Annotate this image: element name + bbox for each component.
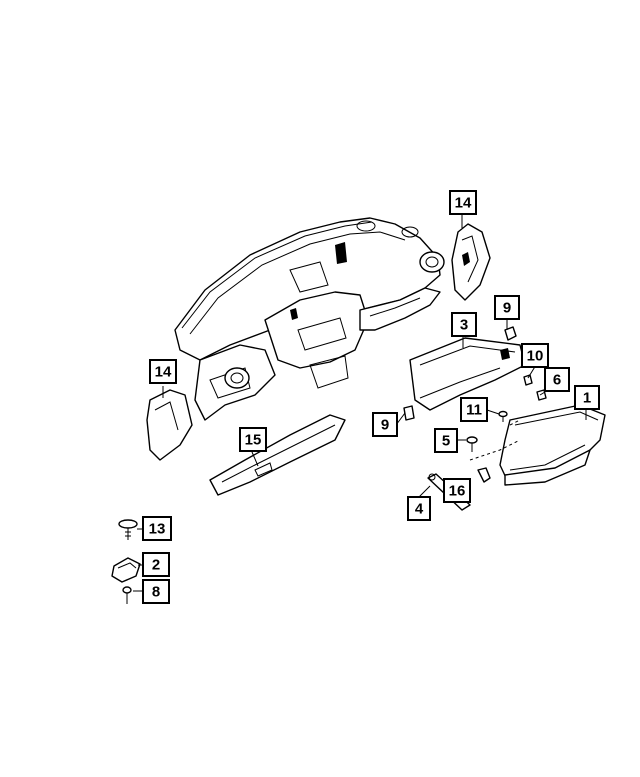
callout-3: 3 xyxy=(451,312,477,337)
callout-1: 1 xyxy=(574,385,600,410)
callout-label: 5 xyxy=(442,433,450,450)
callout-14-left: 14 xyxy=(149,359,177,384)
callout-9-top: 9 xyxy=(494,295,520,320)
callout-label: 14 xyxy=(455,195,472,212)
callout-14-top: 14 xyxy=(449,190,477,215)
callout-13: 13 xyxy=(142,516,172,541)
callout-9-left: 9 xyxy=(372,412,398,437)
screw-11 xyxy=(498,410,508,422)
lower-trim-panel xyxy=(209,414,346,496)
callout-label: 9 xyxy=(503,300,511,317)
callout-label: 3 xyxy=(460,317,468,334)
instrument-panel xyxy=(174,217,445,421)
callout-16: 16 xyxy=(443,478,471,503)
callout-8: 8 xyxy=(142,579,170,604)
callout-11: 11 xyxy=(460,397,488,422)
callout-2: 2 xyxy=(142,552,170,577)
callout-5: 5 xyxy=(434,428,458,453)
callout-label: 10 xyxy=(527,348,544,365)
clip-2 xyxy=(111,557,141,583)
glove-box-bin xyxy=(499,404,606,486)
callout-label: 16 xyxy=(449,483,466,500)
callout-15: 15 xyxy=(239,427,267,452)
screw-16 xyxy=(477,467,491,483)
glove-box-housing xyxy=(409,337,526,411)
callout-label: 4 xyxy=(415,501,424,518)
fastener-10 xyxy=(523,374,533,386)
callout-label: 8 xyxy=(152,584,160,601)
end-cap-right xyxy=(451,223,491,301)
callout-label: 2 xyxy=(152,557,160,574)
callout-label: 11 xyxy=(466,402,482,419)
callout-label: 6 xyxy=(553,372,561,389)
fastener-9-top xyxy=(504,326,517,341)
push-pin-13 xyxy=(118,519,138,540)
fastener-9-left xyxy=(403,405,415,421)
callout-label: 15 xyxy=(245,432,262,449)
callout-10: 10 xyxy=(521,343,549,368)
end-cap-left xyxy=(146,389,193,461)
leader-lines xyxy=(133,215,587,592)
callout-label: 13 xyxy=(149,521,166,538)
screw-5 xyxy=(466,436,478,452)
callout-label: 14 xyxy=(155,364,172,381)
callout-label: 9 xyxy=(381,417,389,434)
callout-label: 1 xyxy=(583,390,591,407)
callout-4: 4 xyxy=(407,496,431,521)
screw-8 xyxy=(122,586,132,604)
callout-6: 6 xyxy=(544,367,570,392)
